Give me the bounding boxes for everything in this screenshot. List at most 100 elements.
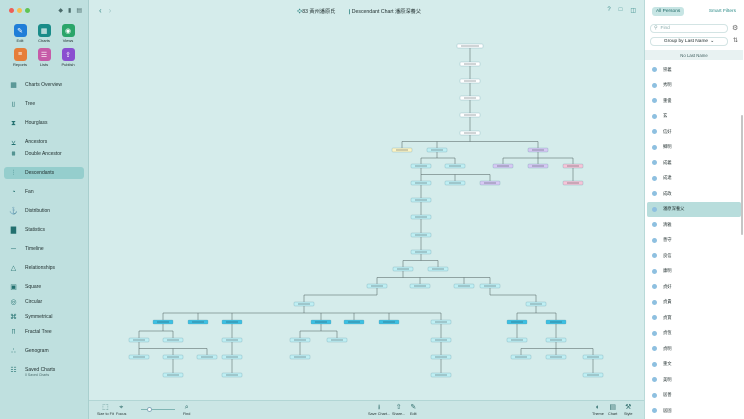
sidebar-item-distribution[interactable]: ⚓Distribution [4,205,84,217]
person-row[interactable]: 崇義 [645,62,743,78]
person-row[interactable]: 成達 [645,171,743,187]
person-name-text [133,339,145,341]
hourglass-icon: ⧗ [11,119,16,127]
bottom-toolbar: ⬚Size to Fit⌖Focus ⌕Find ⭳Save Chart...⇧Sh… [89,400,644,419]
edit-button[interactable]: ✎Edit [8,24,32,43]
edit-button[interactable]: ✎Edit [410,404,417,416]
sidebar-item-fractal-tree[interactable]: ⫪Fractal Tree [4,326,84,338]
zoom-slider-knob[interactable] [147,407,152,412]
sidebar-item-statistics[interactable]: ▇Statistics [4,224,84,236]
person-name: 居善 [663,392,672,398]
title-area: 83 黃州潘原氏 Descendant Chart 潘原深養父 [297,8,421,15]
close-window-button[interactable] [9,8,14,13]
person-icon [652,98,657,104]
person-row[interactable]: 居固 [645,403,743,419]
person-name-text [226,339,238,341]
person-row[interactable]: 重俊 [645,93,743,109]
tab-smart-filters[interactable]: Smart Filters [708,9,736,14]
person-row[interactable]: 成義 [645,155,743,171]
database-icon[interactable]: ▤ [76,8,82,14]
tab-all-persons[interactable]: All Persons [652,7,685,16]
sidebar-item-hourglass[interactable]: ⧗Hourglass [4,117,84,129]
person-row[interactable]: 潘原深養父 [647,201,741,217]
group-header: No Last Name [645,50,743,60]
group-by-select[interactable]: Group by Last Name ⌄ [650,37,728,46]
person-name-text [415,216,427,218]
share-button[interactable]: ⇧Share... [392,404,405,416]
person-row[interactable]: 鯽明 [645,140,743,156]
person-row[interactable]: 康明 [645,264,743,280]
reports-icon: ≡ [13,48,27,61]
find-button[interactable]: ⌕Find [183,404,190,416]
sidebar-item-descendants[interactable]: ⫶Descendants [4,167,84,179]
button-label: Edit [16,38,24,43]
person-row[interactable]: 清雅 [645,217,743,233]
zoom-slider[interactable] [141,409,175,410]
person-name: 秀明 [663,82,672,88]
sidebar-item-saved-charts[interactable]: ☷Saved Charts [4,364,84,376]
help-icon[interactable]: ? [607,7,611,13]
focus-icon: ⌖ [119,404,124,411]
sidebar-item-tree[interactable]: ⫫Tree [4,98,84,110]
chart-title[interactable]: Descendant Chart 潘原深養父 [347,8,421,15]
sidebar-item-genogram[interactable]: ∴Genogram [4,345,84,357]
sidebar-item-fan[interactable]: ◔Fan [4,186,84,198]
chart-button[interactable]: ▤Chart [608,404,617,416]
sidebar-item-symmetrical[interactable]: ⌘Symmetrical [4,311,84,323]
sidebar-item-circular[interactable]: ◎Circular [4,296,84,308]
tag-icon[interactable]: ◆ [58,8,64,14]
publish-button[interactable]: ⇪Publish [56,48,80,67]
sidebar-toggle-icon[interactable]: ◫ [630,8,636,14]
person-name-text [567,182,579,184]
person-row[interactable]: 成政 [645,186,743,202]
minimize-window-button[interactable] [17,8,22,13]
save-chart-button[interactable]: ⭳Save Chart... [368,404,390,416]
forward-icon[interactable]: › [108,6,112,15]
person-name: 善守 [663,237,672,243]
gear-icon[interactable]: ⚙ [732,25,739,32]
saved-charts-icon: ☷ [10,366,17,374]
person-row[interactable]: 善守 [645,233,743,249]
person-row[interactable]: 貞寶 [645,310,743,326]
person-row[interactable]: 貞貴 [645,295,743,311]
lists-button[interactable]: ☰Lists [32,48,56,67]
person-row[interactable]: 信好 [645,124,743,140]
sidebar-item-timeline[interactable]: ─Timeline [4,243,84,255]
focus-button[interactable]: ⌖Focus [116,404,126,416]
person-row[interactable]: 秀明 [645,78,743,94]
person-name-text [414,285,426,287]
person-name: 潘原深養父 [663,206,685,212]
person-row[interactable]: 良信 [645,248,743,264]
tree-title[interactable]: 83 黃州潘原氏 [297,8,335,15]
charts-button[interactable]: ▦Charts [32,24,56,43]
zoom-window-button[interactable] [25,8,30,13]
person-row[interactable]: 貞明 [645,341,743,357]
person-icon [652,237,657,243]
bookmark-icon[interactable]: ▮ [68,8,72,14]
person-row[interactable]: 重文 [645,357,743,373]
views-button[interactable]: ◉Views [56,24,80,43]
person-row[interactable]: 貞恆 [645,326,743,342]
sort-icon[interactable]: ⇅ [733,38,739,44]
person-row[interactable]: 玄 [645,109,743,125]
sidebar-item-square[interactable]: ▣Square [4,281,84,293]
theme-button[interactable]: ◐Theme [592,404,604,416]
back-icon[interactable]: ‹ [99,6,102,15]
style-button[interactable]: ⚒Style [624,404,632,416]
window-icon[interactable]: □ [618,7,623,13]
person-row[interactable]: 美明 [645,372,743,388]
sidebar-tools: ◆ ▮ ▤ [58,7,82,14]
lists-icon: ☰ [37,48,51,61]
descendant-chart[interactable] [89,22,644,400]
sidebar-item-relationships[interactable]: △Relationships [4,262,84,274]
person-name-text [464,132,476,134]
sidebar-item-double-ancestor[interactable]: ⩩Double Ancestor [4,148,84,160]
person-row[interactable]: 貞好 [645,279,743,295]
sidebar-item-ancestors[interactable]: ⩣Ancestors [4,136,84,148]
search-input[interactable]: ⚲ Find [650,24,728,33]
reports-button[interactable]: ≡Reports [8,48,32,67]
size-to-fit-button[interactable]: ⬚Size to Fit [97,404,114,416]
person-row[interactable]: 居善 [645,388,743,404]
scrollbar[interactable] [741,115,743,235]
sidebar-item-charts-overview[interactable]: ▦Charts Overview [4,79,84,91]
